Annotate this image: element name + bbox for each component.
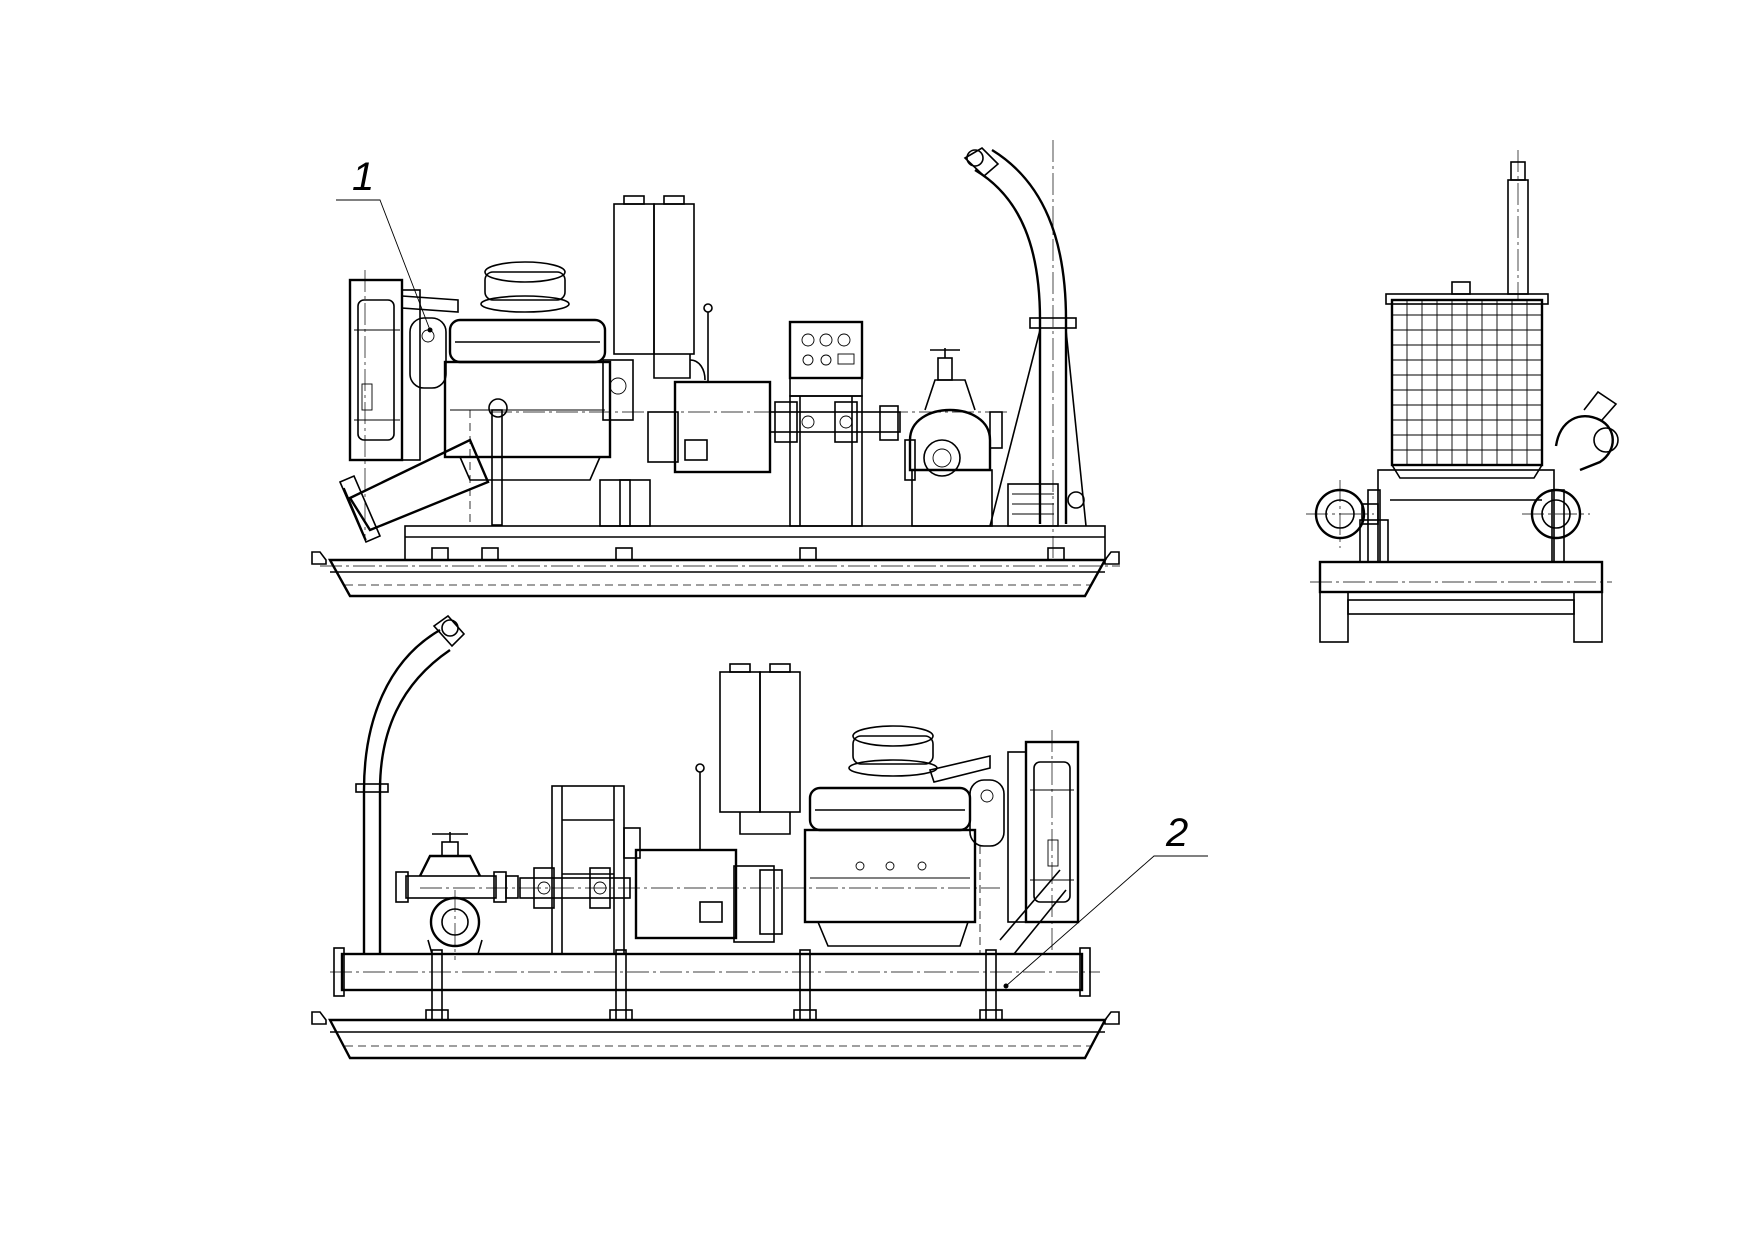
control-panel-top: [788, 320, 864, 527]
side-view-bottom: [311, 614, 1120, 1060]
callout-1-label: 1: [352, 155, 374, 199]
gearbox-top: [599, 303, 772, 527]
callout-2-label: 2: [1165, 811, 1188, 855]
mufflers-bottom: [719, 663, 801, 835]
discharge-pipe-top: [963, 146, 1087, 527]
radiator-top: [348, 278, 421, 462]
side-view-top: [311, 140, 1120, 598]
engine-bottom: [803, 725, 1005, 954]
radiator-bottom: [999, 740, 1080, 955]
callout-1: 1: [336, 155, 433, 333]
pump-top: [904, 348, 1003, 527]
callout-2: 2: [1003, 811, 1208, 989]
discharge-elbow-end: [1522, 390, 1619, 540]
pump-bottom: [395, 832, 519, 955]
radiator-core-lines: [1392, 300, 1542, 465]
radiator-grid-end: [1385, 281, 1549, 479]
discharge-pipe-bottom: [355, 614, 466, 954]
skid-top: [311, 525, 1120, 598]
base-frame-end: [1310, 560, 1612, 643]
flange-left-end: [1306, 480, 1379, 548]
engine-body-end: [1359, 469, 1565, 563]
engine-top: [401, 261, 612, 526]
guard-frame-bottom: [551, 785, 641, 955]
suction-pipe-top: [338, 438, 490, 544]
gearbox-bottom: [634, 763, 783, 943]
end-view: [1306, 150, 1619, 643]
skid-bottom: [311, 947, 1120, 1060]
exhaust-stack-end: [1507, 150, 1529, 300]
mufflers-top: [613, 195, 706, 381]
